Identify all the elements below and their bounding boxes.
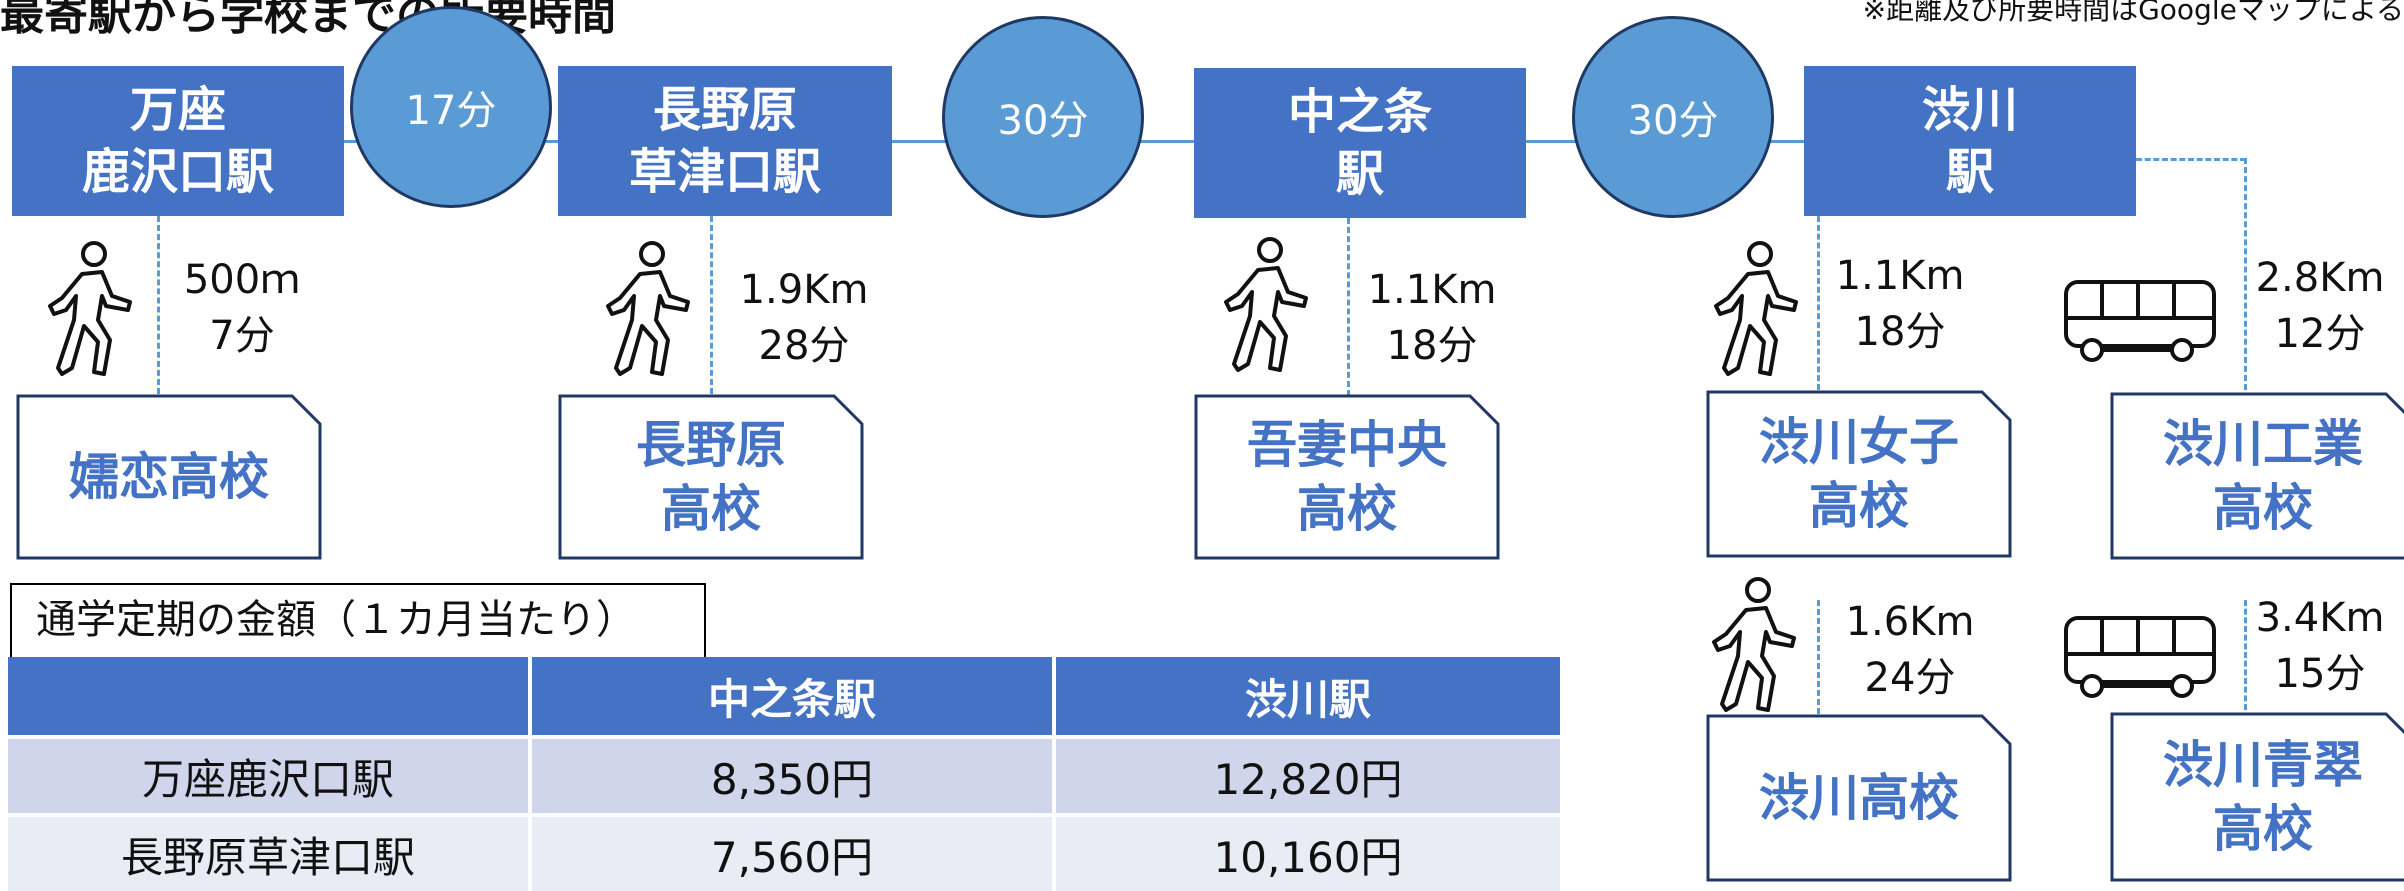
distance-label: 1.6Km [1845,599,1975,645]
school-box: 吾妻中央 高校 [1194,394,1500,560]
school-name: 渋川女子 高校 [1759,413,1959,535]
route-distance-time: 1.1Km 18分 [1352,262,1512,374]
route-connector [1347,218,1350,396]
route-connector [2136,158,2246,161]
route-connector [710,216,713,394]
fare-row-label: 万座鹿沢口駅 [8,735,532,815]
fare-cell: 7,560円 [530,813,1056,891]
time-label: 12分 [2274,311,2366,357]
route-distance-time: 2.8Km 12分 [2240,250,2400,362]
school-name: 吾妻中央 高校 [1247,416,1447,538]
school-box: 長野原 高校 [558,394,864,560]
bus-icon [2064,616,2216,698]
fare-header-cell: 渋川駅 [1054,657,1564,737]
fare-cell: 10,160円 [1054,813,1564,891]
time-label: 15分 [2274,651,2366,697]
distance-label: 500ｍ [183,257,301,303]
route-distance-time: 1.1Km 18分 [1820,248,1980,360]
route-distance-time: 500ｍ 7分 [162,252,322,364]
source-note: ※距離及び所要時間はGoogleマップによる [1862,0,2404,26]
route-connector [1817,216,1820,390]
school-box: 渋川工業 高校 [2110,392,2404,560]
fare-table: 中之条駅 渋川駅 万座鹿沢口駅 8,350円 12,820円 長野原草津口駅 7… [8,657,1564,891]
fare-header-cell: 中之条駅 [530,657,1056,737]
bus-icon [2064,280,2216,362]
station-nakanojo: 中之条 駅 [1194,68,1526,218]
school-name: 渋川青翠 高校 [2163,736,2363,858]
time-label: 7分 [209,313,275,359]
page-title: 最寄駅から学校までの所要時間 [0,0,616,40]
walking-person-icon [1714,241,1798,376]
school-name: 長野原 高校 [636,416,786,538]
route-connector [2244,600,2247,710]
route-connector [2244,158,2247,390]
school-box: 嬬恋高校 [16,394,322,560]
walking-person-icon [1712,577,1796,712]
fare-row-label: 長野原草津口駅 [8,813,532,891]
travel-time-circle: 30分 [1572,16,1774,218]
travel-time-circle: 30分 [942,16,1144,218]
school-name: 嬬恋高校 [69,448,269,506]
walking-person-icon [48,241,132,376]
route-connector [157,216,160,394]
fare-header-row: 中之条駅 渋川駅 [8,657,1564,737]
station-naganohara-kusatsuguchi: 長野原 草津口駅 [558,66,892,216]
distance-label: 1.1Km [1835,253,1965,299]
school-name: 渋川高校 [1759,769,1959,827]
school-box: 渋川青翠 高校 [2110,712,2404,882]
station-manza-kazawaguchi: 万座 鹿沢口駅 [12,66,344,216]
route-connector [1817,600,1820,714]
route-distance-time: 1.9Km 28分 [724,262,884,374]
distance-label: 3.4Km [2255,595,2385,641]
distance-label: 2.8Km [2255,255,2385,301]
time-label: 18分 [1854,309,1946,355]
time-label: 28分 [758,323,850,369]
time-label: 18分 [1386,323,1478,369]
table-row: 長野原草津口駅 7,560円 10,160円 [8,813,1564,891]
fare-header-cell [8,657,532,737]
time-label: 24分 [1864,655,1956,701]
school-box: 渋川女子 高校 [1706,390,2012,558]
fare-cell: 8,350円 [530,735,1056,815]
distance-label: 1.9Km [739,267,869,313]
walking-person-icon [606,241,690,376]
distance-label: 1.1Km [1367,267,1497,313]
route-distance-time: 1.6Km 24分 [1830,594,1990,706]
fare-cell: 12,820円 [1054,735,1564,815]
walking-person-icon [1224,237,1308,372]
fare-table-title: 通学定期の金額（１カ月当たり） [10,583,706,659]
station-shibukawa: 渋川 駅 [1804,66,2136,216]
school-box: 渋川高校 [1706,714,2012,882]
route-distance-time: 3.4Km 15分 [2240,590,2400,702]
travel-time-circle: 17分 [350,6,552,208]
school-name: 渋川工業 高校 [2163,415,2363,537]
table-row: 万座鹿沢口駅 8,350円 12,820円 [8,735,1564,815]
